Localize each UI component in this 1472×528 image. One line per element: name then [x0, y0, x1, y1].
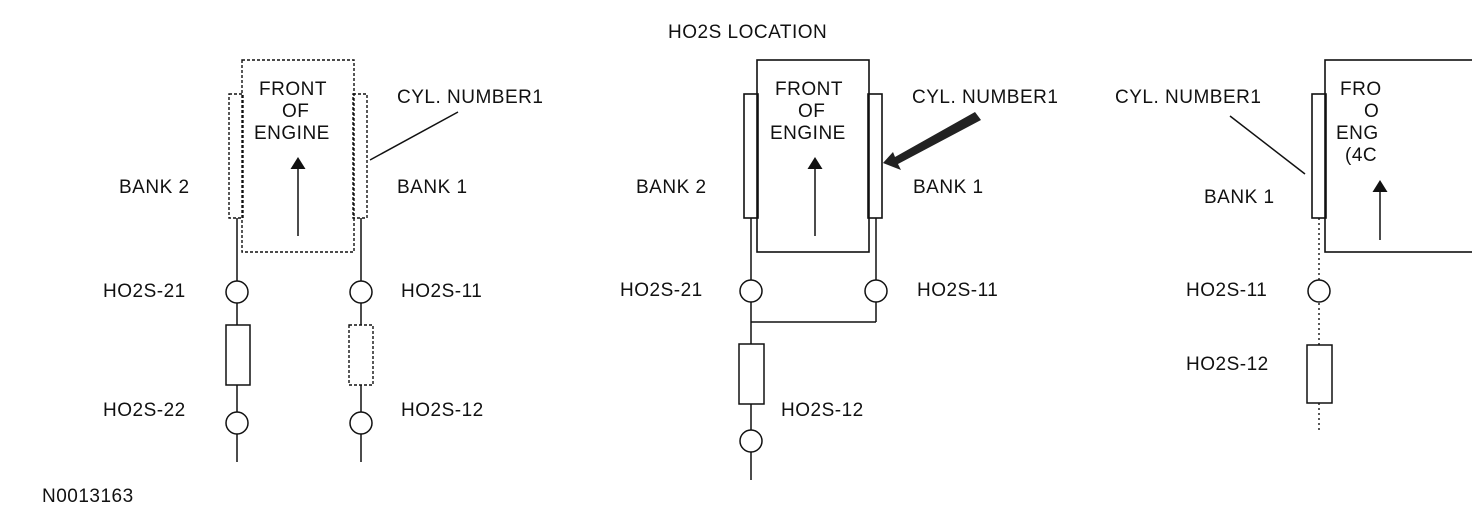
diagram-3-bank-1-manifold — [1311, 93, 1327, 219]
diagram-1-sensor-ho2s-21 — [225, 280, 249, 304]
diagram-3-engine-label-line-1: FRO — [1340, 79, 1382, 100]
diagram-2-engine-label-line-3: ENGINE — [770, 123, 846, 144]
diagram-2-bank-1-label: BANK 1 — [913, 177, 984, 198]
diagram-1-label-ho2s-21: HO2S-21 — [103, 281, 186, 302]
diagram-1-sensor-ho2s-12 — [349, 411, 373, 435]
diagram-3-engine-label-line-3: ENG — [1336, 123, 1379, 144]
diagram-1-label-ho2s-22: HO2S-22 — [103, 400, 186, 421]
diagram-3-label-ho2s-12: HO2S-12 — [1186, 354, 1269, 375]
diagram-2-sensor-ho2s-21 — [739, 279, 763, 303]
diagram-1-bank-2-manifold — [228, 93, 244, 219]
diagram-3-catalyst — [1306, 344, 1333, 404]
diagram-title: HO2S LOCATION — [668, 22, 827, 43]
diagram-1-engine: FRONT OF ENGINE CYL. NUMBER1 BANK 2 BANK… — [103, 59, 543, 462]
diagram-1-cyl-label: CYL. NUMBER1 — [397, 87, 543, 108]
diagram-1-engine-label-line-2: OF — [282, 101, 309, 122]
diagram-3-engine-label-line-2: O — [1364, 101, 1379, 122]
diagram-2-catalyst — [738, 343, 765, 405]
diagram-2-engine: FRONT OF ENGINE CYL. NUMBER1 BANK 2 BANK… — [620, 59, 1058, 480]
figure-id: N0013163 — [42, 486, 134, 507]
diagram-2-label-ho2s-11: HO2S-11 — [917, 280, 998, 301]
diagram-3-bank-1-label: BANK 1 — [1204, 187, 1275, 208]
diagram-1-bank-2-label: BANK 2 — [119, 177, 190, 198]
diagram-1-right-catalyst — [348, 324, 374, 386]
diagram-2-label-ho2s-21: HO2S-21 — [620, 280, 703, 301]
diagram-3-engine-label-line-4: (4C — [1345, 145, 1377, 166]
diagram-1-sensor-ho2s-22 — [225, 411, 249, 435]
diagram-1-left-catalyst — [225, 324, 251, 386]
diagram-2-cyl-pointer — [883, 112, 981, 170]
diagram-3-cyl-label: CYL. NUMBER1 — [1115, 87, 1261, 108]
diagram-1-bank-1-label: BANK 1 — [397, 177, 468, 198]
diagram-2-engine-label-line-2: OF — [798, 101, 825, 122]
diagram-2-sensor-ho2s-11 — [864, 279, 888, 303]
diagram-3-sensor-ho2s-11 — [1307, 279, 1331, 303]
diagram-3-engine: FRO O ENG (4C CYL. NUMBER1 BANK 1 HO2S-1… — [1115, 59, 1472, 432]
diagram-3-cyl-pointer — [1229, 115, 1306, 175]
diagram-1-sensor-ho2s-11 — [349, 280, 373, 304]
diagram-1-cyl-pointer — [369, 111, 459, 161]
diagram-2-cyl-label: CYL. NUMBER1 — [912, 87, 1058, 108]
diagram-2-engine-label-line-1: FRONT — [775, 79, 843, 100]
diagram-3-label-ho2s-11: HO2S-11 — [1186, 280, 1267, 301]
diagram-1-label-ho2s-11: HO2S-11 — [401, 281, 482, 302]
diagram-2-engine-block — [756, 59, 870, 253]
diagram-3-engine-block — [1324, 59, 1472, 253]
diagram-2-bank-1-manifold — [867, 93, 883, 219]
diagram-1-engine-label-line-1: FRONT — [259, 79, 327, 100]
diagram-1-engine-block — [241, 59, 355, 253]
diagram-1-engine-label-line-3: ENGINE — [254, 123, 330, 144]
diagram-1-bank-1-manifold — [352, 93, 368, 219]
diagram-2-label-ho2s-12: HO2S-12 — [781, 400, 864, 421]
diagram-2-sensor-ho2s-12 — [739, 429, 763, 453]
diagram-1-label-ho2s-12: HO2S-12 — [401, 400, 484, 421]
diagram-2-bank-2-manifold — [743, 93, 759, 219]
diagram-2-bank-2-label: BANK 2 — [636, 177, 707, 198]
